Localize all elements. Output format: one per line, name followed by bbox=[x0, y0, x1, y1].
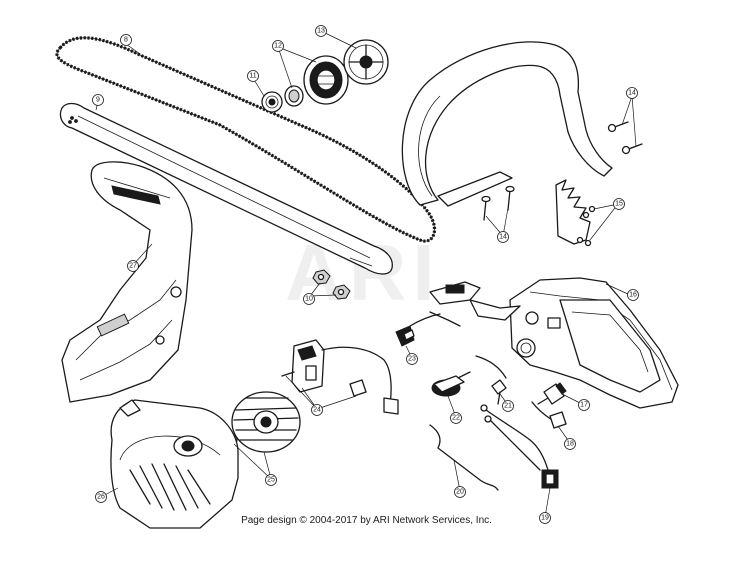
callout-11: 11 bbox=[247, 70, 259, 82]
svg-text:19: 19 bbox=[541, 515, 549, 522]
needle-bearing bbox=[261, 91, 283, 113]
bar-nuts bbox=[312, 269, 351, 300]
guide-bar bbox=[59, 102, 393, 275]
callout-15: 15 bbox=[613, 198, 625, 210]
callout-10: 10 bbox=[303, 293, 315, 305]
sprocket-cover bbox=[61, 161, 193, 403]
svg-text:23: 23 bbox=[408, 356, 416, 363]
callout-27: 27 bbox=[127, 260, 139, 272]
clutch-sprocket bbox=[284, 55, 349, 107]
spark-plug bbox=[537, 382, 567, 405]
svg-text:14: 14 bbox=[499, 234, 507, 241]
svg-text:15: 15 bbox=[615, 201, 623, 208]
air-filter bbox=[431, 371, 471, 397]
callouts: 8 9 10 11 12 13 14 14 15 16 17 18 19 20 … bbox=[92, 25, 639, 524]
svg-text:9: 9 bbox=[96, 97, 100, 104]
callout-13: 13 bbox=[315, 25, 327, 37]
callout-14-bottom: 14 bbox=[497, 231, 509, 243]
svg-text:25: 25 bbox=[267, 477, 275, 484]
svg-text:20: 20 bbox=[456, 489, 464, 496]
svg-text:8: 8 bbox=[124, 37, 128, 44]
svg-text:22: 22 bbox=[452, 415, 460, 422]
svg-text:10: 10 bbox=[305, 296, 313, 303]
callout-16: 16 bbox=[627, 289, 639, 301]
callout-20: 20 bbox=[454, 486, 466, 498]
svg-text:18: 18 bbox=[566, 441, 574, 448]
callout-19: 19 bbox=[539, 512, 551, 524]
engine-housing bbox=[429, 277, 679, 409]
callout-23: 23 bbox=[406, 353, 418, 365]
small-fitting bbox=[475, 355, 507, 405]
callout-8: 8 bbox=[120, 34, 132, 46]
callout-22: 22 bbox=[450, 412, 462, 424]
svg-text:21: 21 bbox=[504, 403, 512, 410]
ignition-coil bbox=[281, 339, 399, 415]
switch-wire bbox=[480, 404, 559, 489]
saw-chain bbox=[55, 36, 436, 243]
bumper-spike bbox=[555, 179, 596, 247]
svg-text:16: 16 bbox=[629, 292, 637, 299]
svg-text:14: 14 bbox=[628, 90, 636, 97]
svg-text:11: 11 bbox=[249, 73, 256, 80]
svg-text:26: 26 bbox=[97, 494, 105, 501]
callout-26: 26 bbox=[95, 491, 107, 503]
clutch-drum bbox=[343, 39, 389, 85]
handle-bolts bbox=[481, 121, 643, 221]
svg-text:12: 12 bbox=[274, 43, 282, 50]
callout-12: 12 bbox=[272, 40, 284, 52]
callout-9: 9 bbox=[92, 94, 104, 106]
callout-18: 18 bbox=[564, 438, 576, 450]
copyright-footer: Page design © 2004-2017 by ARI Network S… bbox=[241, 515, 492, 526]
choke-knob bbox=[395, 311, 461, 347]
callout-14-top: 14 bbox=[626, 87, 638, 99]
callout-24: 24 bbox=[311, 404, 323, 416]
svg-text:27: 27 bbox=[129, 263, 137, 270]
flywheel bbox=[226, 391, 301, 453]
svg-text:17: 17 bbox=[580, 402, 588, 409]
starter-housing bbox=[110, 399, 239, 529]
throttle-rod bbox=[429, 424, 499, 491]
plug-boot bbox=[531, 401, 567, 429]
callout-21: 21 bbox=[502, 400, 514, 412]
svg-text:13: 13 bbox=[317, 28, 325, 35]
svg-text:24: 24 bbox=[313, 407, 321, 414]
callout-17: 17 bbox=[578, 399, 590, 411]
front-handle bbox=[401, 41, 643, 221]
callout-25: 25 bbox=[265, 474, 277, 486]
